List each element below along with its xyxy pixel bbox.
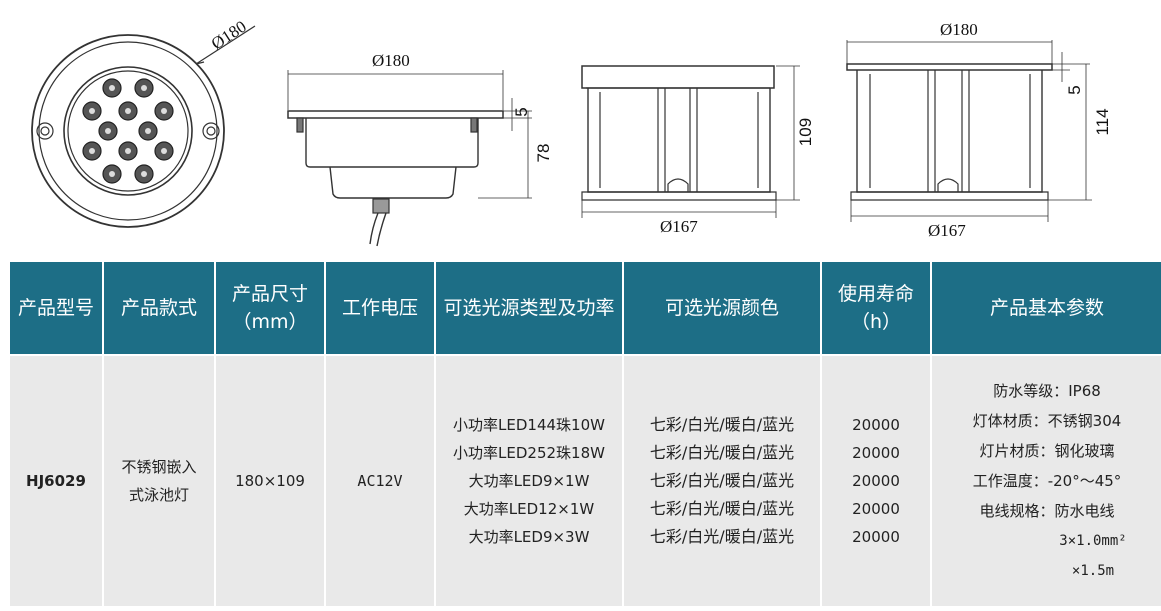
box-side-height-label: 114 [1093, 108, 1112, 135]
header-params: 产品基本参数 [932, 262, 1161, 354]
header-style: 产品款式 [104, 262, 214, 354]
list-item: 七彩/白光/暖白/蓝光 [649, 471, 795, 490]
box-side-flange-label: 5 [1065, 85, 1084, 94]
box-side-top-label: Ø180 [940, 20, 978, 39]
header-life: 使用寿命 （h） [822, 262, 930, 354]
top-view-drawing [31, 25, 256, 228]
side-view-height-label: 78 [534, 144, 553, 163]
cell-model: HJ6029 [10, 354, 102, 606]
list-item: 大功率LED12×1W [463, 500, 595, 518]
list-item: 小功率LED144珠10W [453, 416, 605, 434]
style-line-2: 式泳池灯 [128, 486, 189, 504]
cell-voltage: AC12V [326, 354, 434, 606]
table-header-row: 产品型号 产品款式 产品尺寸 （mm） 工作电压 可选光源类型及功率 可选光源颜… [10, 262, 1161, 354]
header-life-unit: （h） [850, 311, 902, 333]
cell-size: 180×109 [216, 354, 324, 606]
list-item: 20000 [852, 416, 900, 434]
list-item: 七彩/白光/暖白/蓝光 [649, 527, 795, 546]
list-item: 七彩/白光/暖白/蓝光 [649, 415, 795, 434]
cell-lifetimes: 20000 20000 20000 20000 20000 [822, 354, 930, 606]
header-voltage: 工作电压 [326, 262, 434, 354]
top-view-diameter-label: Ø180 [208, 17, 250, 54]
box-side-drawing [846, 40, 1092, 222]
param-waterproof: 防水等级：IP68 [993, 382, 1101, 400]
param-cable-size: 3×1.0mm² [1059, 533, 1127, 549]
list-item: 20000 [852, 472, 900, 490]
cell-source-types: 小功率LED144珠10W 小功率LED252珠18W 大功率LED9×1W 大… [436, 354, 622, 606]
technical-drawings: Ø180 Ø180 5 78 109 Ø167 Ø180 5 114 Ø167 [31, 17, 1112, 247]
spec-table: 产品型号 产品款式 产品尺寸 （mm） 工作电压 可选光源类型及功率 可选光源颜… [8, 262, 1161, 606]
side-view-diameter-label: Ø180 [372, 51, 410, 70]
param-body-material: 灯体材质：不锈钢304 [972, 412, 1122, 430]
list-item: 小功率LED252珠18W [453, 444, 605, 462]
header-size: 产品尺寸 （mm） [216, 262, 324, 354]
header-size-unit: （mm） [232, 311, 308, 333]
header-model: 产品型号 [10, 262, 102, 354]
box-front-bottom-label: Ø167 [660, 217, 698, 236]
side-view-flange-label: 5 [512, 107, 531, 116]
param-cable-length: ×1.5m [1071, 563, 1115, 579]
list-item: 20000 [852, 528, 900, 546]
header-size-label: 产品尺寸 [231, 283, 308, 305]
style-line-1: 不锈钢嵌入 [121, 458, 197, 476]
list-item: 大功率LED9×3W [468, 528, 590, 546]
box-front-height-label: 109 [796, 118, 815, 146]
param-lens-material: 灯片材质：钢化玻璃 [979, 442, 1115, 460]
param-temperature: 工作温度：-20°～45° [972, 472, 1122, 490]
header-source-type: 可选光源类型及功率 [436, 262, 622, 354]
param-cable-spec: 电线规格：防水电线 [979, 502, 1115, 520]
box-side-bottom-label: Ø167 [928, 221, 966, 240]
header-source-color: 可选光源颜色 [624, 262, 820, 354]
list-item: 大功率LED9×1W [468, 472, 590, 490]
cell-style: 不锈钢嵌入 式泳池灯 [104, 354, 214, 606]
box-front-drawing [581, 65, 800, 218]
header-life-label: 使用寿命 [837, 283, 914, 305]
side-view-drawing [287, 70, 532, 247]
list-item: 20000 [852, 500, 900, 518]
cell-params: 防水等级：IP68 灯体材质：不锈钢304 灯片材质：钢化玻璃 工作温度：-20… [932, 354, 1161, 606]
list-item: 20000 [852, 444, 900, 462]
list-item: 七彩/白光/暖白/蓝光 [649, 499, 795, 518]
list-item: 七彩/白光/暖白/蓝光 [649, 443, 795, 462]
cell-source-colors: 七彩/白光/暖白/蓝光 七彩/白光/暖白/蓝光 七彩/白光/暖白/蓝光 七彩/白… [624, 354, 820, 606]
table-row: HJ6029 不锈钢嵌入 式泳池灯 180×109 AC12V 小功率LED14… [10, 354, 1161, 606]
